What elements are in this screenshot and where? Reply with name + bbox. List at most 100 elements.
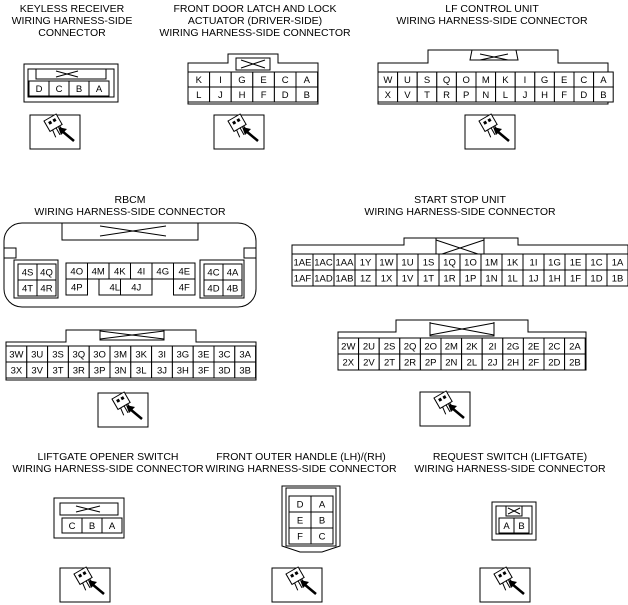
connector-view-icon <box>464 113 516 150</box>
pin-label: A <box>319 500 326 511</box>
pin-label: L <box>196 90 201 101</box>
request-switch-pin-b: B <box>513 517 530 534</box>
liftgate-opener-pin-a: A <box>101 517 123 534</box>
start-stop-2-pin-2s: 2S <box>378 337 401 355</box>
start-stop-2-pin-2p: 2P <box>419 353 442 371</box>
pin-label: 1R <box>443 274 455 285</box>
rbcm-pin-4c: 4C <box>203 263 224 281</box>
start-stop-2-pin-2t: 2T <box>378 353 401 371</box>
pin-label: 2R <box>404 358 416 369</box>
pin-label: C <box>56 84 63 95</box>
rbcm-top-connector <box>3 222 257 308</box>
pin-label: 1Q <box>443 258 456 269</box>
pin-label: 2W <box>341 342 355 353</box>
rbcm-pin-4m: 4M <box>87 262 110 280</box>
lf-control-pin-w: W <box>377 71 399 88</box>
pin-label: 2L <box>467 358 478 369</box>
start-stop-1-pin-1u: 1U <box>396 253 419 271</box>
pin-label: I <box>219 75 222 86</box>
pin-label: 4B <box>227 284 239 295</box>
lf-control-pin-i: I <box>514 71 536 88</box>
start-stop-1-pin-1j: 1J <box>522 269 545 287</box>
start-stop-2-pin-2l: 2L <box>461 353 483 371</box>
pin-label: 1P <box>465 274 477 285</box>
rbcm-pin-4p: 4P <box>65 278 88 296</box>
start-stop-1-pin-1x: 1X <box>375 269 398 287</box>
pin-label: 1AC <box>314 258 333 269</box>
pin-label: 4K <box>114 267 126 278</box>
pin-label: K <box>196 75 203 86</box>
pin-label: 4Q <box>40 268 53 279</box>
pin-label: 2E <box>528 342 540 353</box>
start-stop-1-pin-1g: 1G <box>543 253 566 271</box>
rbcm-3-pin-3t: 3T <box>47 361 69 379</box>
pin-label: 2U <box>363 342 375 353</box>
lf-control-pin-j: J <box>514 86 536 103</box>
keyless-pin-d: D <box>28 80 50 97</box>
pin-label: 1K <box>507 258 519 269</box>
start-stop-2-pin-2g: 2G <box>502 337 524 355</box>
pin-label: 3B <box>239 366 251 377</box>
pin-label: 3Q <box>72 350 85 361</box>
rbcm-3-pin-3e: 3E <box>192 345 215 363</box>
start-stop-2-pin-2b: 2B <box>564 353 586 371</box>
start-stop-2-pin-2e: 2E <box>522 337 545 355</box>
lf-control-pin-x: X <box>377 86 399 103</box>
connector-view-icon <box>479 566 531 603</box>
lf-control-pin-u: U <box>397 71 418 88</box>
pin-label: Q <box>443 75 450 86</box>
pin-label: 3D <box>218 366 230 377</box>
lf-control-pin-l: L <box>495 86 516 103</box>
start-stop-1-pin-1v: 1V <box>396 269 419 287</box>
pin-label: 3T <box>52 366 63 377</box>
start-stop-2-pin-2o: 2O <box>419 337 442 355</box>
pin-label: D <box>36 84 43 95</box>
pin-label: B <box>518 521 524 532</box>
lf-control-pin-q: Q <box>436 71 457 88</box>
pin-label: 1AE <box>294 258 312 269</box>
rbcm-3-pin-3q: 3Q <box>67 345 90 363</box>
pin-label: 2K <box>466 342 478 353</box>
pin-label: 1Z <box>360 274 371 285</box>
rbcm-3-pin-3u: 3U <box>26 345 49 363</box>
pin-label: 2H <box>507 358 519 369</box>
pin-label: 3J <box>157 366 167 377</box>
pin-label: G <box>238 75 245 86</box>
pin-label: C <box>282 75 289 86</box>
pin-label: F <box>297 532 303 543</box>
connector-view-icon <box>29 113 81 150</box>
pin-label: 1T <box>423 274 434 285</box>
rbcm-pin-4b: 4B <box>222 279 243 297</box>
start-stop-1-pin-1c: 1C <box>585 253 608 271</box>
pin-label: 1A <box>612 258 624 269</box>
rbcm-3-pin-3w: 3W <box>5 345 28 363</box>
connector-outlines <box>3 49 628 553</box>
request-switch-connector <box>491 501 537 541</box>
pin-label: 2A <box>569 342 581 353</box>
front-outer-handle-connector <box>281 485 341 553</box>
pin-label: 2Q <box>404 342 417 353</box>
pin-label: O <box>463 75 470 86</box>
start-stop-1-pin-1h: 1H <box>543 269 566 287</box>
start-stop-2-pin-2h: 2H <box>502 353 524 371</box>
pin-label: 1G <box>548 258 561 269</box>
start-stop-2-pin-2f: 2F <box>522 353 545 371</box>
pin-label: V <box>404 90 411 101</box>
pin-label: 1B <box>612 274 624 285</box>
pin-label: 3N <box>114 366 126 377</box>
pin-label: J <box>218 90 223 101</box>
front-door-pin-c: C <box>273 71 297 88</box>
pin-label: 4S <box>22 268 34 279</box>
connector-view-icons <box>29 113 531 603</box>
pin-label: E <box>297 516 303 527</box>
start-stop-2-pin-2r: 2R <box>399 353 421 371</box>
start-stop-1-pin-1b: 1B <box>606 269 628 287</box>
pin-label: B <box>304 90 310 101</box>
pin-label: 1Y <box>360 258 372 269</box>
rbcm-3-pin-3f: 3F <box>192 361 215 379</box>
